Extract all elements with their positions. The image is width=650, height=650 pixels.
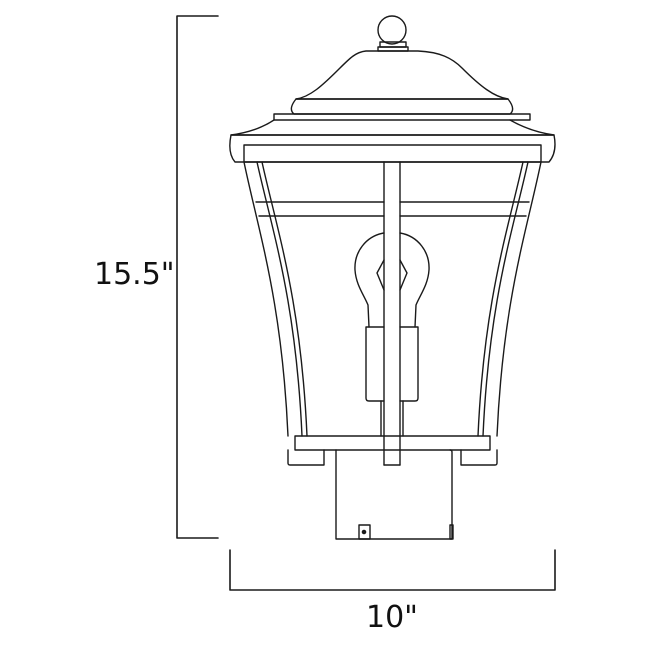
- bottom-band: [287, 435, 498, 466]
- roof-band: [229, 134, 556, 163]
- width-dimension-label: 10": [366, 600, 418, 635]
- socket: [365, 326, 419, 437]
- post-fitter: [335, 449, 454, 540]
- bulb: [354, 232, 430, 328]
- finial: [377, 15, 409, 52]
- lantern-frame: [243, 161, 542, 466]
- dome-cap: [230, 50, 555, 136]
- height-dimension-bracket: [176, 15, 219, 539]
- width-dimension-bracket: [229, 549, 556, 591]
- height-dimension-label: 15.5": [94, 257, 175, 292]
